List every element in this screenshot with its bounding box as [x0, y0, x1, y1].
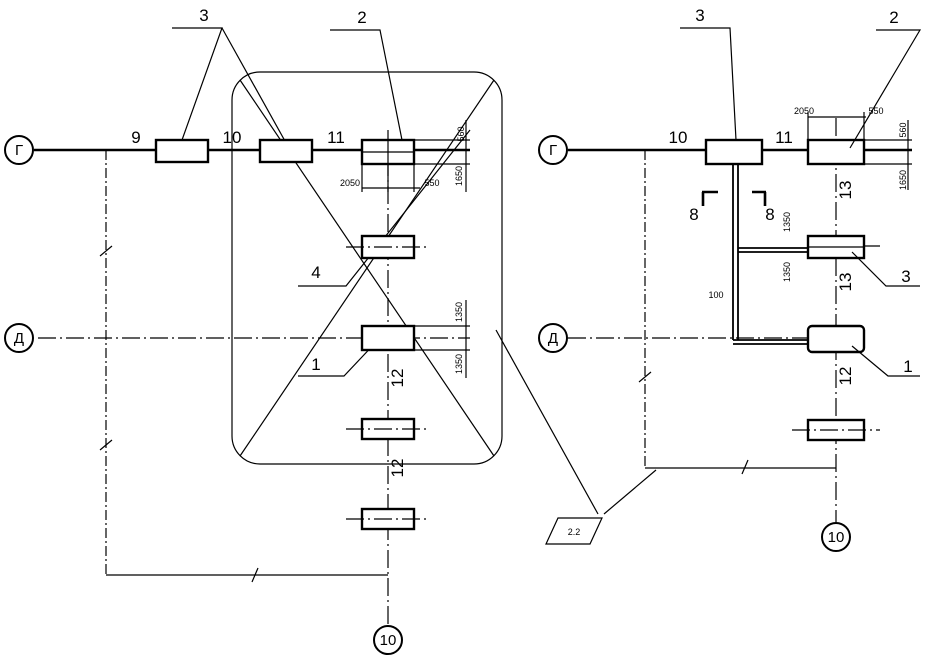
leader-1-right: [851, 345, 920, 377]
axis-10-bubble-left: [373, 625, 403, 655]
span-9: 9: [131, 128, 140, 147]
frame-diagonal-2: [239, 79, 495, 457]
beam-10: [258, 138, 314, 164]
sheet-reference: 2.2: [545, 517, 603, 545]
leader-2: [330, 29, 403, 141]
leader-3-right-top: [680, 27, 737, 141]
left-plan: Г Д 10 3 2 4 1 9 10 11 12 12 560 2050 55…: [4, 6, 599, 655]
axis-g-label-right: Г: [549, 142, 557, 159]
callout-3-left: 3: [199, 6, 208, 25]
detail-frame: [231, 71, 503, 465]
sheet-leader-right: [603, 469, 657, 515]
callout-3-right-mid: 3: [901, 267, 910, 286]
callout-1-right: 1: [903, 357, 912, 376]
dim-1350b-right: 1350: [782, 262, 792, 282]
span-10-left: 10: [223, 128, 242, 147]
section-label-left: 8: [689, 205, 698, 224]
callout-3-right-top: 3: [695, 6, 704, 25]
leader-3b: [221, 27, 291, 151]
sheet-leader-left: [495, 329, 599, 515]
right-plan: 8 8 Г Д 10 3 2 3 1 10 11 13 13 12 2050: [538, 6, 922, 552]
leader-1: [298, 339, 379, 377]
axis-d-bubble-right: [538, 323, 568, 353]
axis-g-label-left: Г: [15, 142, 23, 159]
sheet-ref-label: 2.2: [568, 527, 581, 537]
dims-g10: [361, 120, 470, 192]
dim-1350a-right: 1350: [782, 212, 792, 232]
callout-4-left: 4: [311, 263, 320, 282]
callout-1-left: 1: [311, 355, 320, 374]
leader-3-right-mid: [851, 251, 920, 287]
span-12b-left: 12: [388, 459, 407, 478]
span-11-right: 11: [775, 128, 793, 147]
tie-rod-vertical: [732, 162, 810, 345]
leader-3a: [172, 27, 223, 141]
axis-g-bubble-right: [538, 135, 568, 165]
leader-2-right: [849, 29, 922, 149]
beam-10-right: [704, 138, 764, 166]
dim-550-right: 550: [868, 106, 883, 116]
dim-2050-left: 2050: [340, 178, 360, 188]
dim-1350b-left: 1350: [454, 354, 464, 374]
span-11-left: 11: [327, 128, 345, 147]
axis-d-label-right: Д: [548, 330, 558, 347]
dim-1350a-left: 1350: [454, 302, 464, 322]
beam-9: [154, 138, 210, 164]
callout-2-left: 2: [357, 8, 366, 27]
column-g10-right: [806, 138, 866, 166]
axis-10-bubble-right: [821, 522, 851, 552]
dims-g10-right: [807, 112, 912, 190]
axis-10-label-right: 10: [828, 529, 845, 546]
tie-rod-mid: [738, 247, 810, 253]
column-d10-right: [806, 324, 866, 354]
span-13a-right: 13: [836, 181, 855, 200]
span-12-right: 12: [836, 367, 855, 386]
dims-d10: [414, 300, 470, 378]
axis-d-label-left: Д: [14, 330, 24, 347]
dim-560-right: 560: [898, 122, 908, 137]
dim-560-left: 560: [456, 126, 466, 141]
dim-1650-right: 1650: [898, 170, 908, 190]
section-label-right: 8: [765, 205, 774, 224]
column-d10: [360, 324, 416, 352]
dim-550-left: 550: [424, 178, 439, 188]
dim-1650-left: 1650: [454, 166, 464, 186]
axis-d-bubble-left: [4, 323, 34, 353]
span-10-right: 10: [669, 128, 688, 147]
callout-2-right: 2: [889, 8, 898, 27]
axis-10-label-left: 10: [380, 632, 397, 649]
break-marks: [99, 245, 259, 583]
break-marks-right: [638, 371, 749, 475]
sheet-ref-box: [545, 517, 603, 545]
span-13b-right: 13: [836, 273, 855, 292]
section-mark-left: [701, 190, 718, 206]
leader-4: [298, 129, 471, 287]
section-mark-right: [752, 190, 767, 206]
span-12a-left: 12: [388, 369, 407, 388]
axis-g-bubble-left: [4, 135, 34, 165]
dim-2050-right: 2050: [794, 106, 814, 116]
dim-100-right: 100: [708, 290, 723, 300]
